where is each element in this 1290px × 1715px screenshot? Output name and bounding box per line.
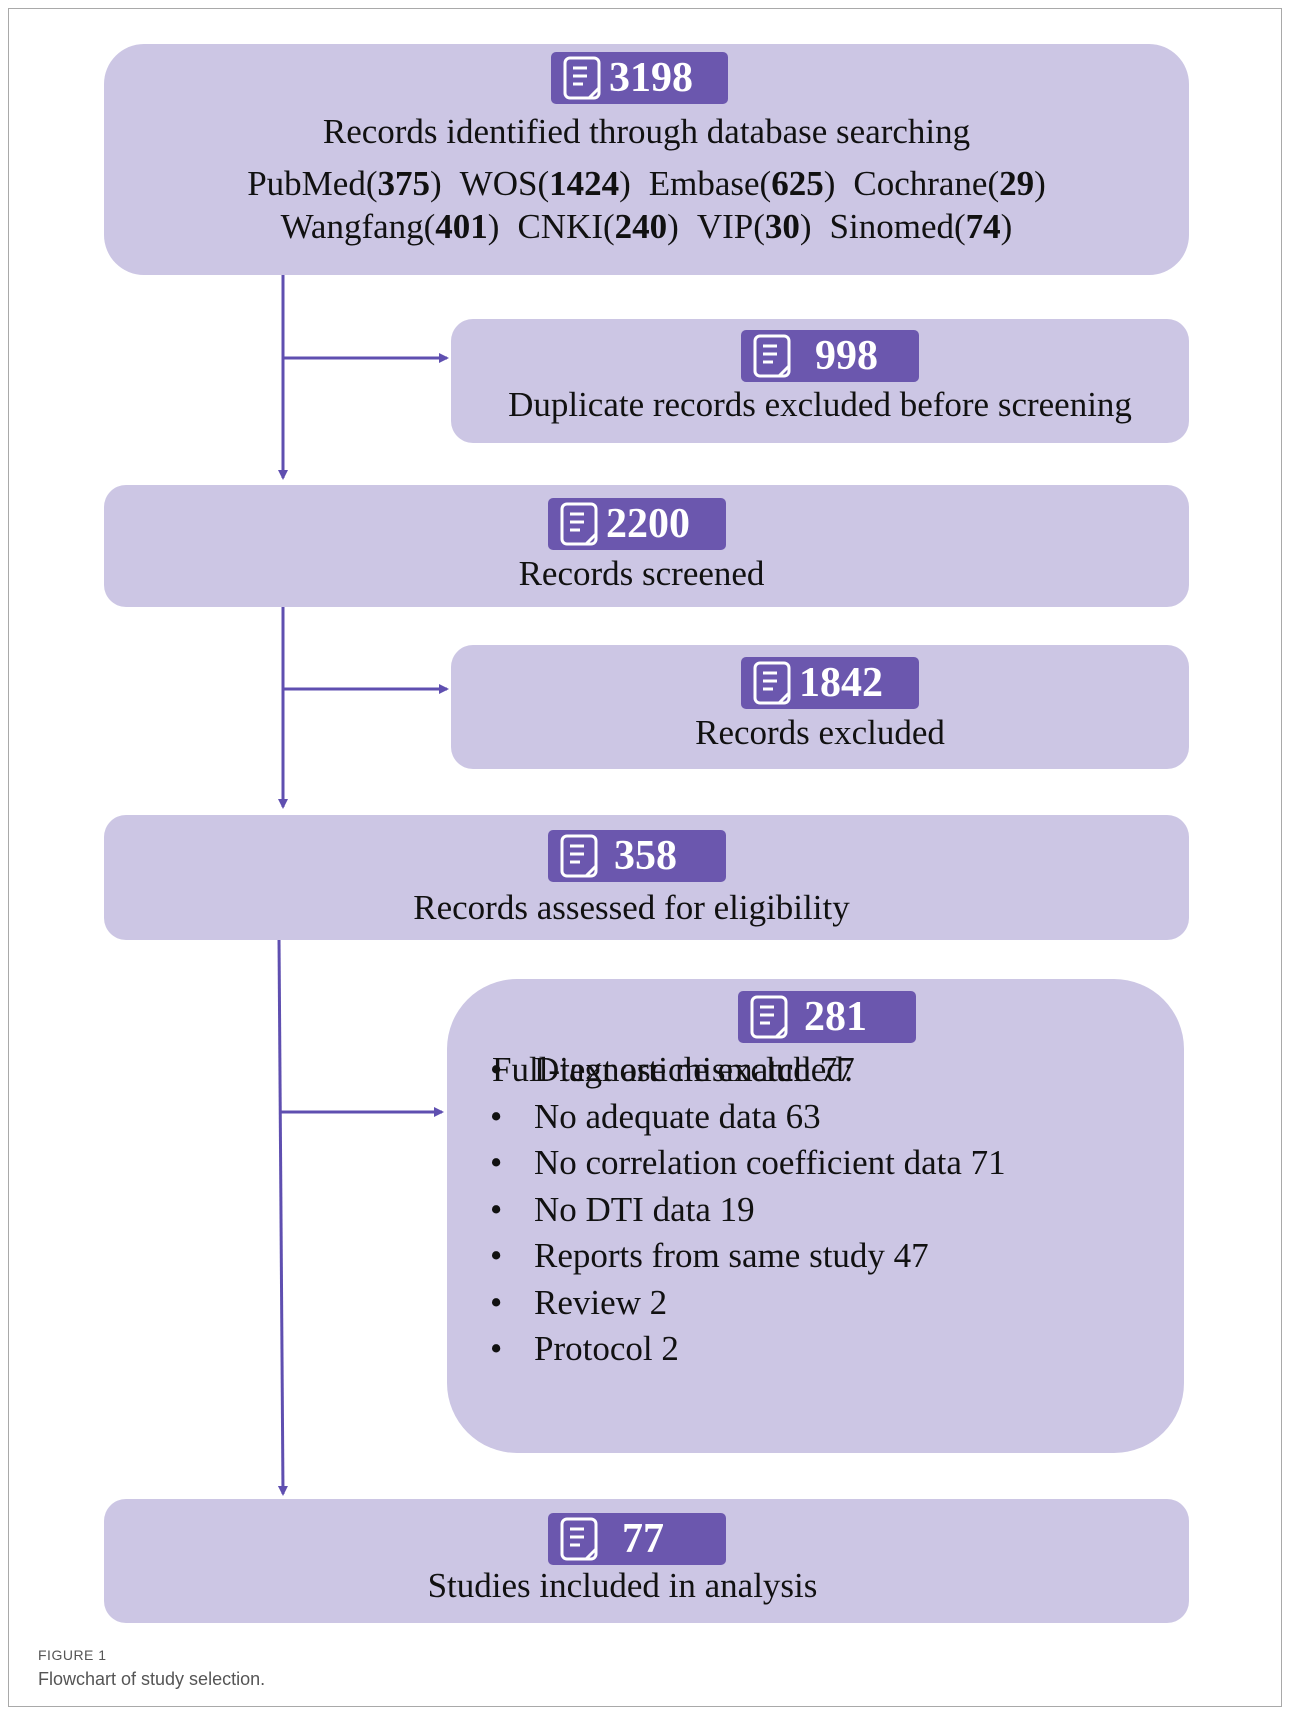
exclusion-reason: • No correlation coefficient data 71: [490, 1140, 1006, 1187]
source-count: 74: [965, 207, 1001, 246]
exclusion-reason: • No DTI data 19: [490, 1187, 1006, 1234]
source-cnki: CNKI(240): [517, 207, 679, 246]
duplicates-box: 998 Duplicate records excluded before sc…: [451, 319, 1189, 443]
source-count: 30: [764, 207, 800, 246]
source-name: VIP: [696, 207, 754, 246]
sources-row-1: PubMed(375) WOS(1424) Embase(625) Cochrane(…: [104, 164, 1189, 204]
fulltext-excluded-badge: 281: [738, 991, 916, 1043]
fulltext-excluded-count: 281: [804, 994, 867, 1040]
source-name: Embase: [648, 164, 760, 203]
identified-box: 3198 Records identified through database…: [104, 44, 1189, 275]
exclusion-reason-text: No DTI data 19: [534, 1189, 755, 1229]
screened-box: 2200 Records screened: [104, 485, 1189, 607]
source-count: 1424: [549, 164, 620, 203]
source-count: 375: [377, 164, 431, 203]
source-name: WOS: [459, 164, 538, 203]
exclusion-reason-text: Review 2: [534, 1282, 668, 1322]
exclusion-reason: • Review 2: [490, 1280, 1006, 1327]
figure-label: FIGURE 1: [38, 1647, 107, 1663]
identified-badge: 3198: [551, 52, 728, 104]
figure-caption: Flowchart of study selection.: [38, 1669, 266, 1689]
bullet-icon: •: [490, 1189, 503, 1229]
included-badge: 77: [548, 1513, 726, 1565]
figure-frame: [8, 8, 1282, 1707]
source-name: CNKI: [517, 207, 604, 246]
source-name: Cochrane: [853, 164, 988, 203]
source-count: 29: [999, 164, 1035, 203]
source-name: Sinomed: [829, 207, 954, 246]
source-vip: VIP(30): [696, 207, 812, 246]
included-count: 77: [622, 1516, 664, 1562]
source-embase: Embase(625): [648, 164, 836, 203]
bullet-icon: •: [490, 1329, 503, 1368]
exclusion-reason: • Reports from same study 47: [490, 1233, 1006, 1280]
exclusion-reason-text: Reports from same study 47: [534, 1236, 929, 1275]
arrow-eligibility-to-included: [277, 937, 288, 1496]
excluded-box: 1842 Records excluded: [451, 645, 1189, 769]
exclusion-reason-text: No adequate data 63: [534, 1096, 821, 1136]
document-icon: [560, 1517, 598, 1561]
duplicates-count: 998: [815, 333, 878, 379]
excluded-label: Records excluded: [695, 713, 945, 752]
bullet-icon: •: [490, 1236, 503, 1275]
eligibility-label: Records assessed for eligibility: [413, 888, 850, 927]
eligibility-badge: 358: [548, 830, 726, 882]
bullet-icon: •: [490, 1050, 503, 1089]
bullet-icon: •: [490, 1282, 503, 1322]
excluded-badge: 1842: [741, 657, 919, 709]
source-wangfang: Wangfang(401): [280, 207, 500, 246]
source-pubmed: PubMed(375): [247, 164, 442, 203]
bullet-icon: •: [490, 1096, 503, 1136]
fulltext-excluded-box: 281 Full-text article excluded:: [447, 979, 1184, 1453]
identified-label: Records identified through database sear…: [322, 112, 971, 151]
source-count: 240: [614, 207, 668, 246]
document-icon: [563, 56, 601, 100]
exclusion-reason-text: Diagnose mismatch 77: [534, 1050, 855, 1089]
source-sinomed: Sinomed(74): [829, 207, 1013, 246]
sources-row-2: Wangfang(401) CNKI(240) VIP(30) Sinomed(74): [104, 207, 1189, 247]
bullet-icon: •: [490, 1143, 503, 1182]
screened-label: Records screened: [518, 554, 765, 593]
screened-count: 2200: [606, 501, 690, 547]
source-wos: WOS(1424): [459, 164, 631, 203]
exclusion-reason: • Diagnose mismatch 77: [490, 1047, 1006, 1094]
exclusion-reason-text: No correlation coefficient data 71: [534, 1143, 1006, 1182]
included-label: Studies included in analysis: [427, 1566, 818, 1605]
duplicates-badge: 998: [741, 330, 919, 382]
document-icon: [560, 834, 598, 878]
fulltext-excluded-heading: Full-text article excluded:: [492, 1050, 854, 1089]
source-count: 401: [435, 207, 488, 246]
document-icon: [560, 502, 598, 546]
exclusion-reason-text: Protocol 2: [534, 1329, 679, 1368]
identified-count: 3198: [609, 55, 693, 101]
screened-badge: 2200: [548, 498, 726, 550]
exclusion-reasons-list: • Diagnose mismatch 77 • No adequate data 6…: [490, 1047, 1006, 1373]
included-box: 77 Studies included in analysis: [104, 1499, 1189, 1623]
source-count: 625: [771, 164, 824, 203]
document-icon: [750, 995, 788, 1039]
duplicates-label: Duplicate records excluded before screen…: [508, 385, 1132, 424]
eligibility-count: 358: [614, 833, 677, 879]
exclusion-reason: • Protocol 2: [490, 1326, 1006, 1373]
source-name: PubMed: [247, 164, 366, 203]
document-icon: [753, 334, 791, 378]
document-icon: [753, 661, 791, 705]
exclusion-reason: • No adequate data 63: [490, 1094, 1006, 1141]
excluded-count: 1842: [799, 660, 883, 706]
eligibility-box: 358 Records assessed for eligibility: [104, 815, 1189, 940]
source-name: Wangfang: [280, 207, 424, 246]
source-cochrane: Cochrane(29): [853, 164, 1046, 203]
